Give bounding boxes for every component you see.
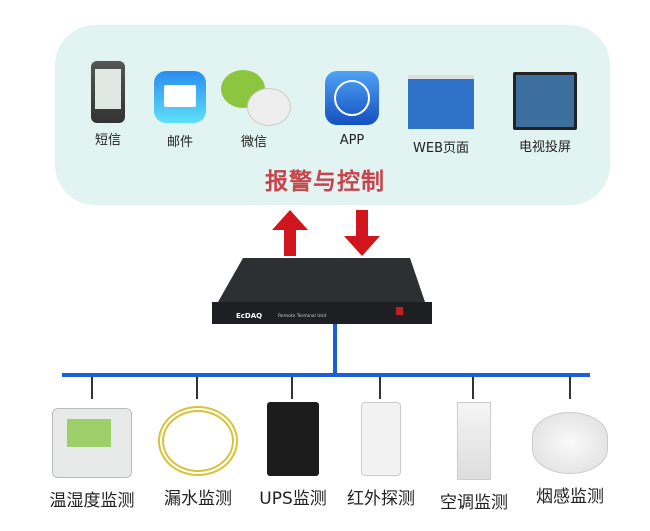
sensor-infrared: 红外探测 (331, 402, 431, 509)
panel-title: 报警与控制 (265, 169, 385, 195)
rtu-device-front (212, 302, 432, 324)
channel-label: WEB页面 (413, 141, 469, 156)
app-store-icon (325, 71, 379, 125)
tv-screen-icon (513, 72, 577, 130)
sensor-ups: UPS监测 (243, 402, 343, 509)
channel-app: APP (307, 71, 397, 148)
sms-phone-icon (91, 61, 125, 123)
rtu-device-top (218, 258, 425, 302)
drop-line (196, 377, 198, 399)
sensor-label: 漏水监测 (164, 489, 232, 509)
sensor-label: 红外探测 (347, 489, 415, 509)
air-conditioner-icon (457, 402, 491, 480)
drop-line (379, 377, 381, 399)
smoke-detector-icon (532, 412, 608, 474)
wechat-icon (219, 70, 291, 128)
thermo-hygrometer-icon (52, 408, 132, 478)
drop-line (91, 377, 93, 399)
mail-icon (154, 71, 206, 123)
channel-label: 邮件 (166, 135, 193, 150)
drop-line (569, 377, 571, 399)
ups-icon (267, 402, 319, 476)
channel-tv: 电视投屏 (500, 72, 590, 155)
power-switch (396, 307, 403, 315)
web-page-icon (408, 75, 474, 129)
channel-wechat: 微信 (209, 70, 299, 150)
up-arrow-icon (272, 210, 308, 256)
sensor-air-conditioner: 空调监测 (424, 402, 524, 513)
channel-label: 电视投屏 (518, 140, 571, 155)
sensor-smoke: 烟感监测 (520, 402, 620, 507)
bus-vertical (333, 324, 337, 376)
sensor-label: 烟感监测 (536, 487, 604, 507)
channel-label: 微信 (240, 135, 267, 150)
water-leak-cable-icon (158, 406, 238, 476)
sensor-temp-humidity: 温湿度监测 (42, 402, 142, 511)
drop-line (291, 377, 293, 399)
rtu-brand: EcDAQ (236, 312, 262, 320)
sensor-label: 空调监测 (440, 493, 508, 513)
drop-line (472, 377, 474, 399)
sensor-water-leak: 漏水监测 (148, 402, 248, 509)
pir-detector-icon (361, 402, 401, 476)
channel-label: APP (339, 133, 365, 148)
channel-mail: 邮件 (135, 71, 225, 150)
down-arrow-icon (344, 210, 380, 256)
rtu-model: Remote Terminal Unit (278, 313, 327, 319)
channel-sms: 短信 (63, 61, 153, 148)
channel-label: 短信 (94, 133, 121, 148)
channel-web: WEB页面 (396, 75, 486, 156)
sensor-label: 温湿度监测 (49, 491, 135, 511)
bus-horizontal (62, 373, 590, 377)
sensor-label: UPS监测 (259, 489, 327, 509)
